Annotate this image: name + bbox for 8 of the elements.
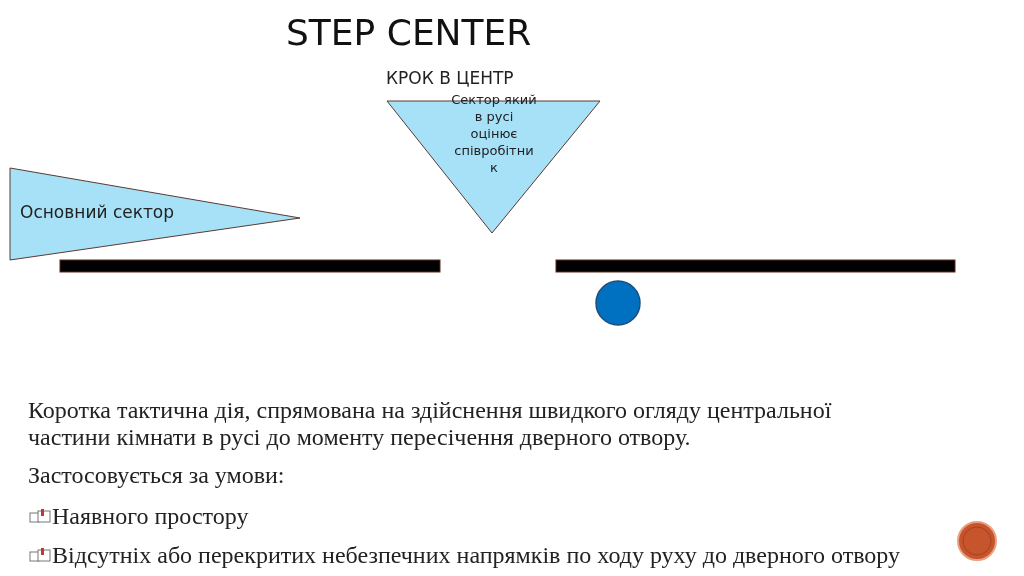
slide-title: STEP CENTER	[286, 12, 532, 53]
bullet-text: Наявного простору	[52, 503, 250, 530]
subtitle: КРОК В ЦЕНТР	[386, 68, 515, 88]
paragraph: Коротка тактична дія, спрямована на здійснення швидкого огляду центральної частини кімнати в русі до моменту пересічення дверного отвору.	[28, 397, 833, 451]
sector-label: Сектор який в русі оцінює співробітник	[451, 91, 537, 176]
paragraph: Застосовується за умови:	[28, 462, 286, 489]
sector-label: Основний сектор	[20, 202, 176, 223]
bullet-text: Відсутніх або перекритих небезпечних напрямків по ходу руху до дверного отвору	[52, 542, 902, 569]
